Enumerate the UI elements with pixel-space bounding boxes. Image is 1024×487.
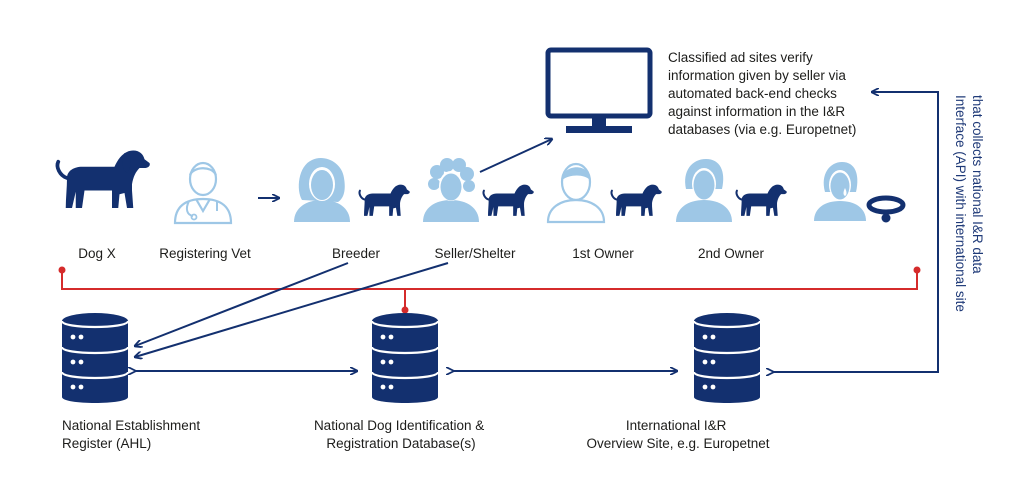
monitor-icon xyxy=(545,47,653,133)
seller-to-ad-sites-arrow xyxy=(479,139,552,173)
note-line: against information in the I&R xyxy=(668,104,845,119)
database-label-international: International I&R Overview Site, e.g. Eu… xyxy=(586,418,769,451)
breeder-dog-icon xyxy=(358,183,411,217)
database-icon-national-establishment xyxy=(60,311,130,405)
database-label-national-dog-id: National Dog Identification & Registrati… xyxy=(314,418,488,451)
actor-label-second-owner: 2nd Owner xyxy=(698,246,765,261)
actor-label-first-owner: 1st Owner xyxy=(572,246,634,261)
interface-api-note: Interface (API) with international site … xyxy=(953,95,985,316)
actor-label-breeder: Breeder xyxy=(332,246,381,261)
classified-ad-note: Classified ad sites verify information g… xyxy=(668,50,856,137)
actor-label-registering-vet: Registering Vet xyxy=(159,246,251,261)
actor-label-seller-shelter: Seller/Shelter xyxy=(434,246,516,261)
actor-label-dog-x: Dog X xyxy=(78,246,116,261)
vet-icon xyxy=(173,161,233,225)
dog-icon xyxy=(55,148,152,210)
seller-to-establishment-arrow xyxy=(135,262,449,357)
note-line: automated back-end checks xyxy=(668,86,837,101)
first-owner-dog-icon xyxy=(610,183,663,217)
database-label-line: National Dog Identification & xyxy=(314,418,484,433)
database-label-line: National Establishment xyxy=(62,418,200,433)
database-label-line: Register (AHL) xyxy=(62,436,151,451)
seller-dog-icon xyxy=(482,183,535,217)
database-icon-international xyxy=(692,311,762,405)
person-curly-hair-icon xyxy=(423,158,479,222)
database-label-line: Registration Database(s) xyxy=(326,436,475,451)
database-icon-national-dog-id xyxy=(370,311,440,405)
database-label-line: Overview Site, e.g. Europetnet xyxy=(586,436,769,451)
note-line: information given by seller via xyxy=(668,68,846,83)
second-owner-dog-icon xyxy=(735,183,788,217)
person-female-short-hair-icon xyxy=(676,159,732,222)
person-female-icon xyxy=(294,158,350,222)
interface-note-line: that collects national I&R data xyxy=(970,95,985,274)
database-label-national-establishment: National Establishment Register (AHL) xyxy=(62,418,204,451)
person-male-icon xyxy=(546,162,606,224)
crying-person-icon xyxy=(814,162,866,221)
dog-collar-icon xyxy=(866,195,906,223)
database-label-line: International I&R xyxy=(626,418,727,433)
interface-api-bracket-arrow xyxy=(773,92,939,372)
interface-note-line: Interface (API) with international site xyxy=(953,95,968,312)
note-line: Classified ad sites verify xyxy=(668,50,813,65)
registration-bus-line xyxy=(58,266,921,314)
note-line: databases (via e.g. Europetnet) xyxy=(668,122,856,137)
breeder-to-establishment-arrow xyxy=(135,262,349,346)
